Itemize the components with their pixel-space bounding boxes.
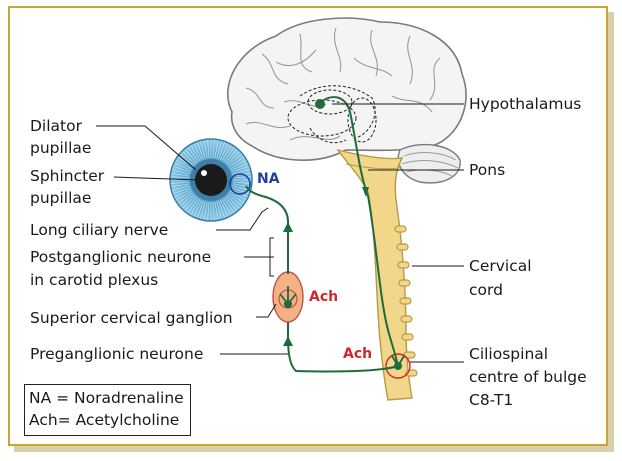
ciliospinal-neuron (394, 362, 402, 370)
legend-na: NA = Noradrenaline (29, 387, 184, 409)
sphincter-pupillae-label: Sphincter (30, 166, 104, 186)
cerebellum (398, 145, 460, 183)
long-ciliary-nerve-label: Long ciliary nerve (30, 220, 168, 240)
sphincter-pupillae-label-line2: pupillae (30, 188, 91, 208)
postganglionic-neurone-label: Postganglionic neurone (30, 247, 211, 267)
legend-box: NA = Noradrenaline Ach= Acetylcholine (24, 384, 191, 436)
superior-cervical-ganglion-label: Superior cervical ganglion (30, 308, 233, 328)
eye (170, 139, 252, 221)
dilator-pupillae-label-line2: pupillae (30, 138, 91, 158)
pons-label: Pons (469, 160, 505, 180)
hypothalamus-neuron (315, 99, 325, 109)
legend-ach: Ach= Acetylcholine (29, 409, 184, 431)
dilator-pupillae-label: Dilator (30, 116, 82, 136)
cervical-cord-label-line2: cord (469, 280, 503, 300)
ach-cord-tag: Ach (343, 345, 372, 363)
na-tag: NA (257, 170, 280, 188)
hypothalamus-label: Hypothalamus (469, 94, 581, 114)
ciliospinal-centre-label: Ciliospinal (469, 344, 548, 364)
postganglionic-neurone-label-line2: in carotid plexus (30, 270, 158, 290)
ach-ganglion-tag: Ach (309, 288, 338, 306)
ganglion-neuron (284, 300, 292, 308)
ciliospinal-centre-label-line2: centre of bulge (469, 367, 587, 387)
ciliospinal-centre-label-line3: C8-T1 (469, 390, 513, 410)
cervical-cord-label: Cervical (469, 256, 532, 276)
preganglionic-neurone-label: Preganglionic neurone (30, 344, 203, 364)
